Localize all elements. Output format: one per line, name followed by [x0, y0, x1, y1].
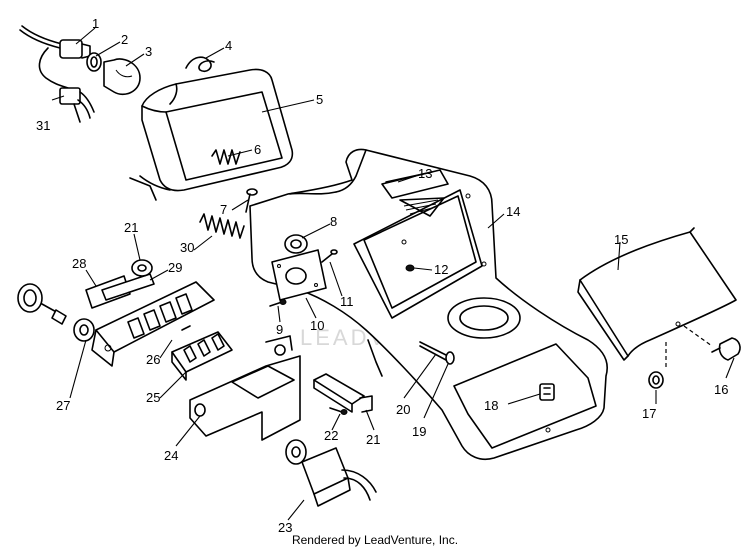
part-21-switch-bottom [313, 373, 373, 413]
part-5-headlight [129, 68, 294, 201]
part-13-decal [385, 171, 433, 183]
callout-23: 23 [278, 520, 292, 535]
part-11-rivet [321, 249, 338, 263]
callout-27: 27 [56, 398, 70, 413]
part-24-bracket [189, 335, 301, 441]
part-3-bulb [103, 58, 141, 96]
part-1-socket [19, 25, 91, 89]
part-12-screw [405, 264, 415, 272]
callout-1: 1 [92, 16, 99, 31]
part-22-screw [329, 407, 348, 415]
part-18-latch [539, 383, 555, 401]
callout-6: 6 [254, 142, 261, 157]
callout-9: 9 [276, 322, 283, 337]
assembly-line-2 [683, 325, 713, 347]
part-17-washer [648, 371, 664, 389]
callout-19: 19 [412, 424, 426, 439]
part-23-ignition-switch [285, 439, 377, 507]
part-6-spring [211, 149, 241, 165]
callout-5: 5 [316, 92, 323, 107]
callout-25: 25 [146, 390, 160, 405]
callout-8: 8 [330, 214, 337, 229]
callout-7: 7 [220, 202, 227, 217]
callout-22: 22 [324, 428, 338, 443]
part-25-relay-block [171, 331, 233, 381]
callout-10: 10 [310, 318, 324, 333]
callout-11: 11 [340, 294, 354, 309]
callout-3: 3 [145, 44, 152, 59]
part-7-screw [245, 188, 258, 213]
footer-credit: Rendered by LeadVenture, Inc. [291, 533, 459, 547]
callout-14: 14 [506, 204, 520, 219]
leader-lines [51, 27, 735, 521]
callout-30: 30 [180, 240, 194, 255]
part-19-bolt [419, 341, 455, 365]
callout-15: 15 [614, 232, 628, 247]
callout-21-top: 21 [124, 220, 138, 235]
callout-24: 24 [164, 448, 178, 463]
part-16-knob [711, 337, 741, 361]
callout-4: 4 [225, 38, 232, 53]
callout-12: 12 [434, 262, 448, 277]
part-21-grommet-top [131, 259, 153, 277]
callout-2: 2 [121, 32, 128, 47]
callout-16: 16 [714, 382, 728, 397]
callout-21-bottom: 21 [366, 432, 380, 447]
callout-31: 31 [36, 118, 50, 133]
part-9-screw [269, 299, 287, 307]
part-4-spring-clip [185, 56, 215, 73]
part-2-socket-ring [86, 52, 102, 72]
callout-13: 13 [418, 166, 432, 181]
part-14-hood [249, 148, 608, 461]
part-10-plate [271, 249, 327, 301]
callout-labels: 1 2 3 4 5 6 7 8 9 10 11 12 13 14 15 16 1… [36, 16, 728, 535]
part-27-key-switch [17, 283, 95, 342]
callout-29: 29 [168, 260, 182, 275]
part-31-harness-plug [59, 87, 95, 123]
part-26-switch-panel [91, 281, 215, 367]
part-29-strip [101, 273, 155, 301]
part-8-grommet [284, 234, 308, 254]
part-15-panel [577, 227, 737, 361]
callout-17: 17 [642, 406, 656, 421]
callout-26: 26 [146, 352, 160, 367]
callout-18: 18 [484, 398, 498, 413]
part-30-spring [199, 213, 245, 239]
callout-28: 28 [72, 256, 86, 271]
callout-20: 20 [396, 402, 410, 417]
